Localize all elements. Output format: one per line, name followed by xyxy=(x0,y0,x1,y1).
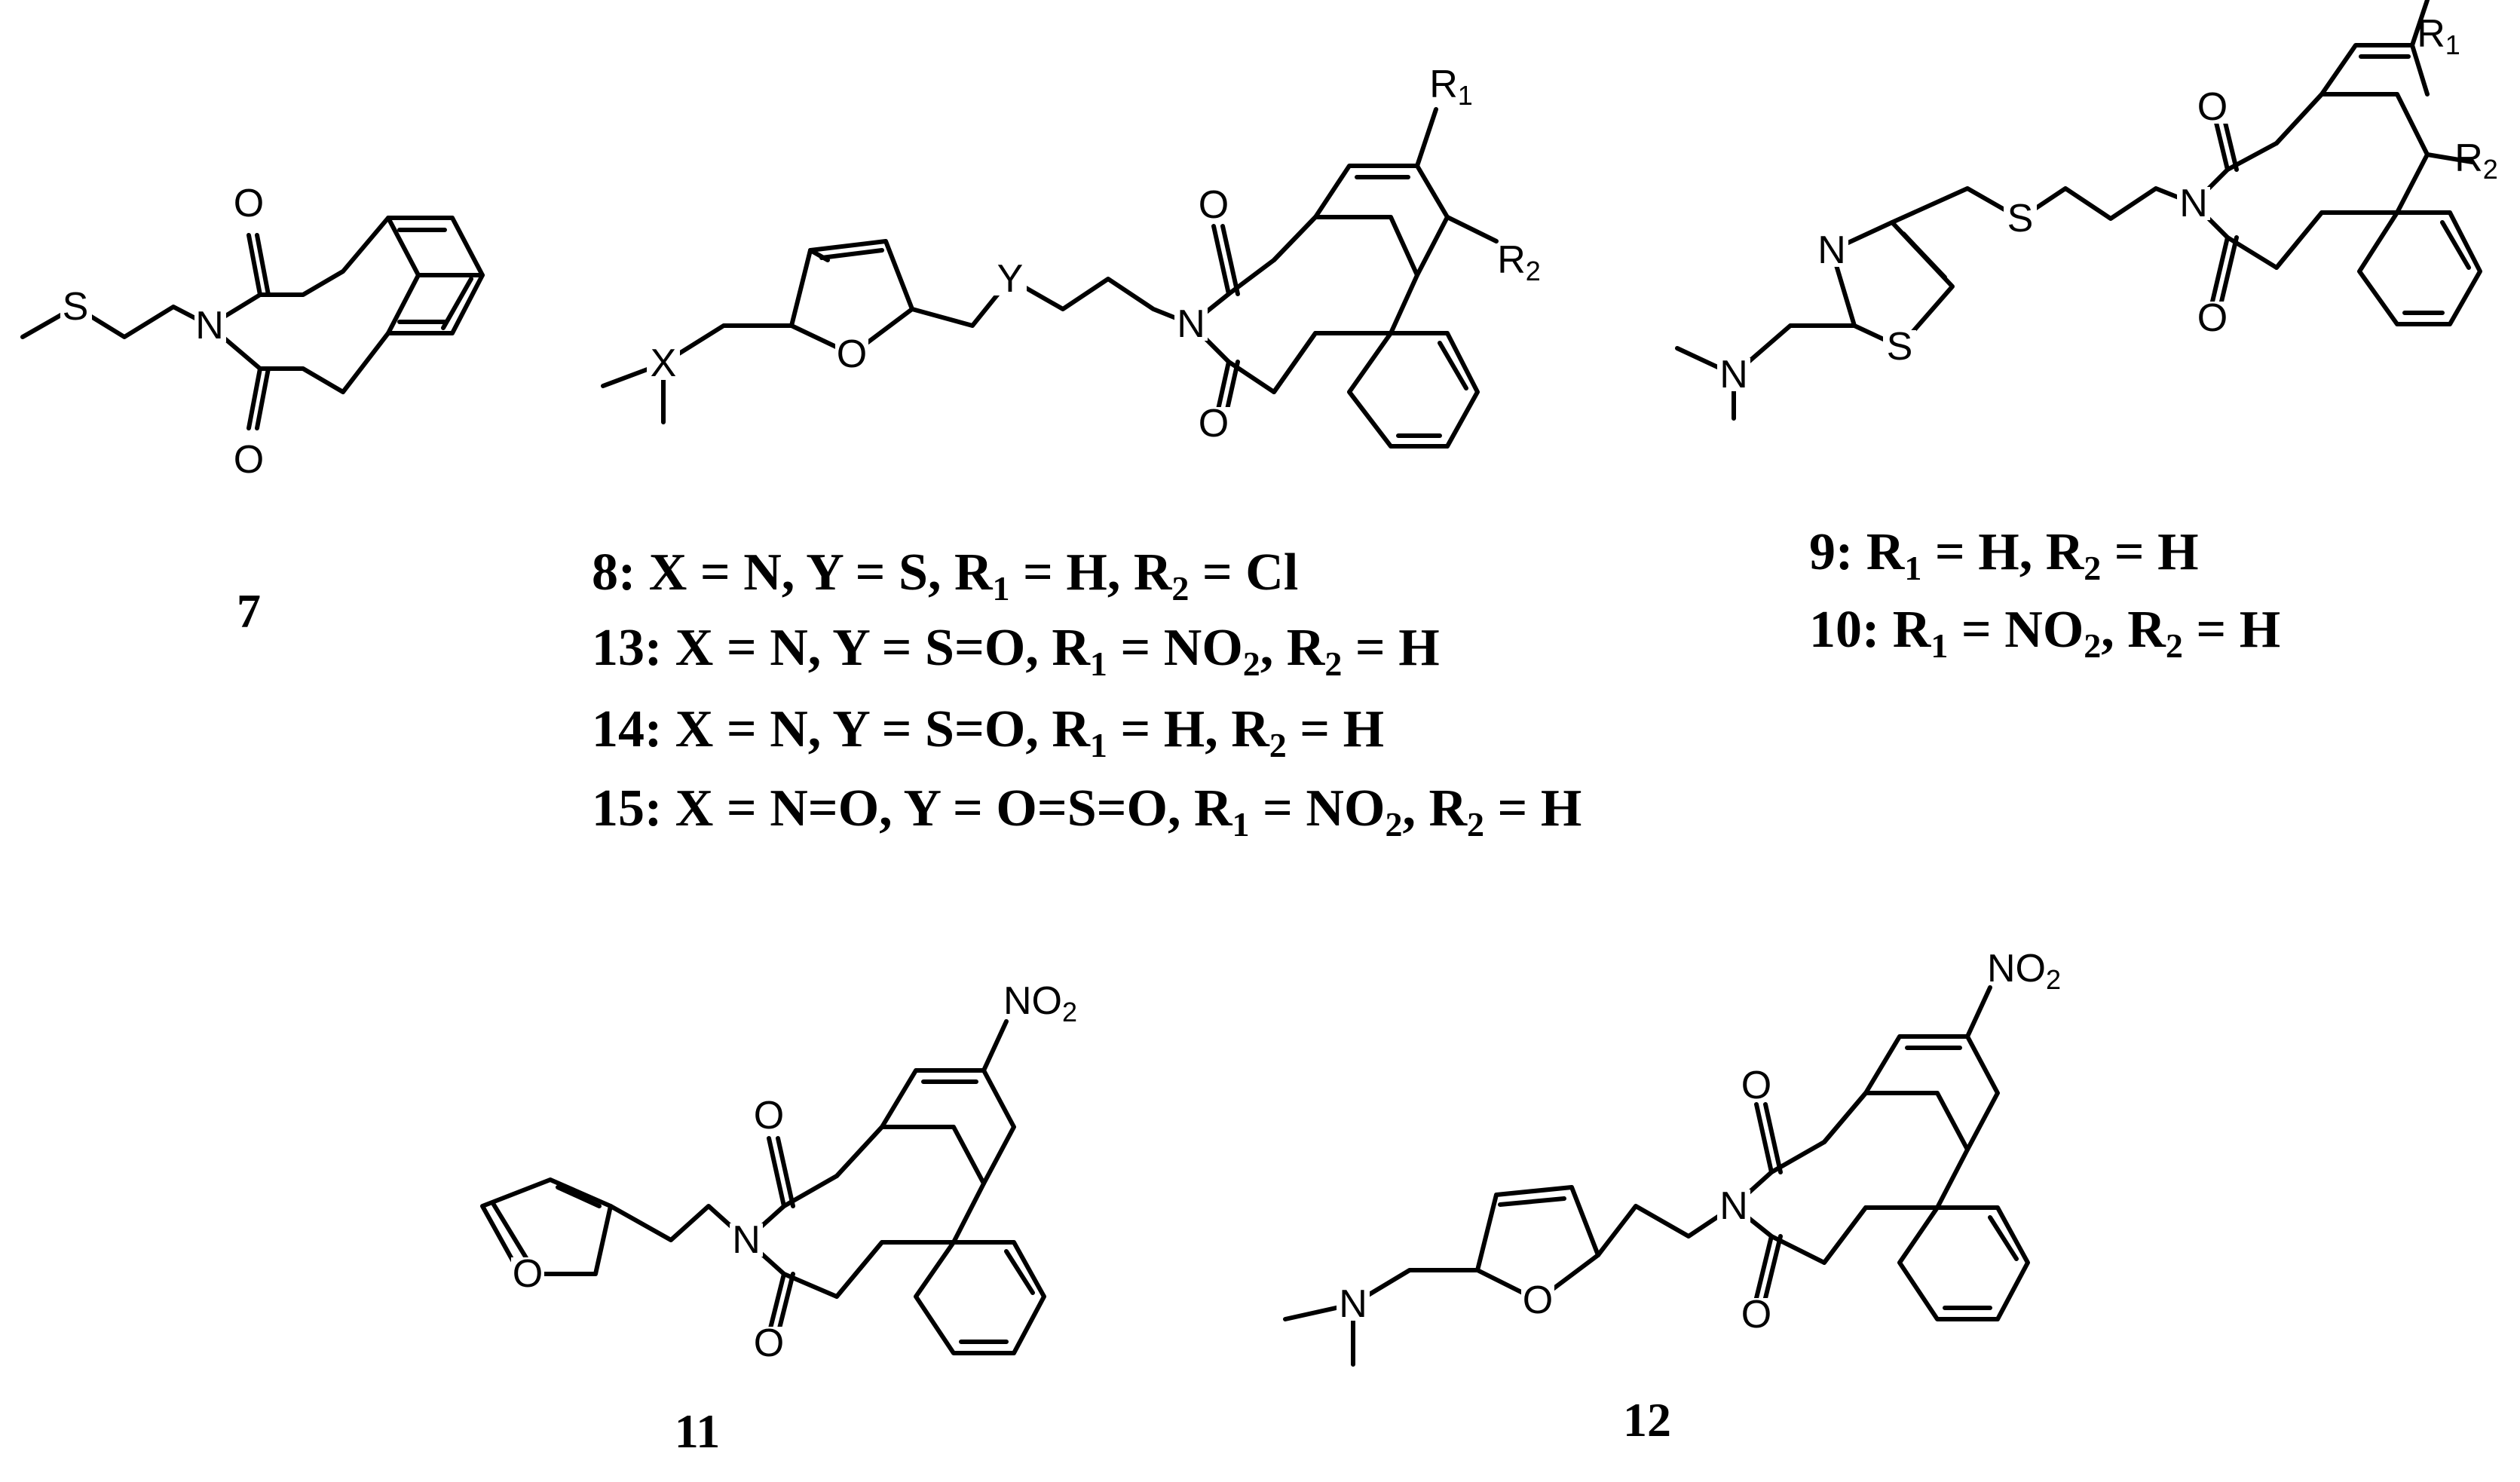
atom-o: O xyxy=(837,332,867,376)
structure-9: N N S S N O O R1 R2 xyxy=(1675,0,2498,421)
atom-s: S xyxy=(1887,325,1913,369)
structure-7: S N O O 7 xyxy=(20,182,485,638)
atom-r2: R2 xyxy=(2454,136,2498,185)
caption-line-9: 9: R1 = H, R2 = H xyxy=(1809,523,2199,587)
atom-r1: R1 xyxy=(2417,12,2460,60)
caption-line-13: 13: X = N, Y = S=O, R1 = NO2, R2 = H xyxy=(592,619,1440,683)
atom-o: O xyxy=(234,182,264,225)
compound-8-series-captions: 8: X = N, Y = S, R1 = H, R2 = Cl 13: X =… xyxy=(592,544,1582,844)
caption-line-8: 8: X = N, Y = S, R1 = H, R2 = Cl xyxy=(592,544,1298,608)
atom-n: N xyxy=(732,1218,761,1262)
compound-label-12: 12 xyxy=(1623,1393,1671,1447)
atom-n: N xyxy=(2179,182,2208,225)
atom-o: O xyxy=(1741,1293,1771,1337)
atom-o: O xyxy=(234,438,264,482)
structure-12: N O N O O NO2 12 xyxy=(1283,947,2061,1447)
structure-11: O N O O NO2 11 xyxy=(480,979,1077,1458)
atom-n: N xyxy=(1719,1184,1748,1228)
atom-n: N xyxy=(1817,228,1846,272)
atom-o: O xyxy=(2197,296,2228,340)
atom-o: O xyxy=(1523,1278,1553,1322)
atom-o: O xyxy=(754,1321,784,1365)
atom-r2: R2 xyxy=(1497,238,1541,286)
atom-o: O xyxy=(1741,1064,1771,1107)
atom-no2: NO2 xyxy=(1003,979,1077,1027)
atom-y: Y xyxy=(997,257,1024,301)
atom-o: O xyxy=(2197,85,2228,129)
atom-n: N xyxy=(195,304,224,348)
atom-no2: NO2 xyxy=(1987,947,2061,995)
atom-x: X xyxy=(651,341,677,385)
compound-label-7: 7 xyxy=(237,584,261,638)
atom-s: S xyxy=(63,285,89,329)
compound-label-11: 11 xyxy=(675,1404,720,1458)
atom-s: S xyxy=(2007,197,2034,240)
caption-line-14: 14: X = N, Y = S=O, R1 = H, R2 = H xyxy=(592,700,1384,764)
atom-n: N xyxy=(1177,302,1205,346)
atom-o: O xyxy=(1199,183,1229,227)
atom-r1: R1 xyxy=(1429,63,1473,111)
atom-o: O xyxy=(754,1094,784,1138)
caption-line-15: 15: X = N=O, Y = O=S=O, R1 = NO2, R2 = H xyxy=(592,779,1582,844)
atom-n: N xyxy=(1339,1282,1367,1326)
caption-line-10: 10: R1 = NO2, R2 = H xyxy=(1809,601,2280,665)
atom-o: O xyxy=(513,1252,543,1296)
compound-9-series-captions: 9: R1 = H, R2 = H 10: R1 = NO2, R2 = H xyxy=(1809,523,2280,665)
atom-o: O xyxy=(1199,402,1229,446)
atom-n: N xyxy=(1719,353,1748,397)
structure-8: X O Y N O O R1 R2 xyxy=(601,63,1541,449)
